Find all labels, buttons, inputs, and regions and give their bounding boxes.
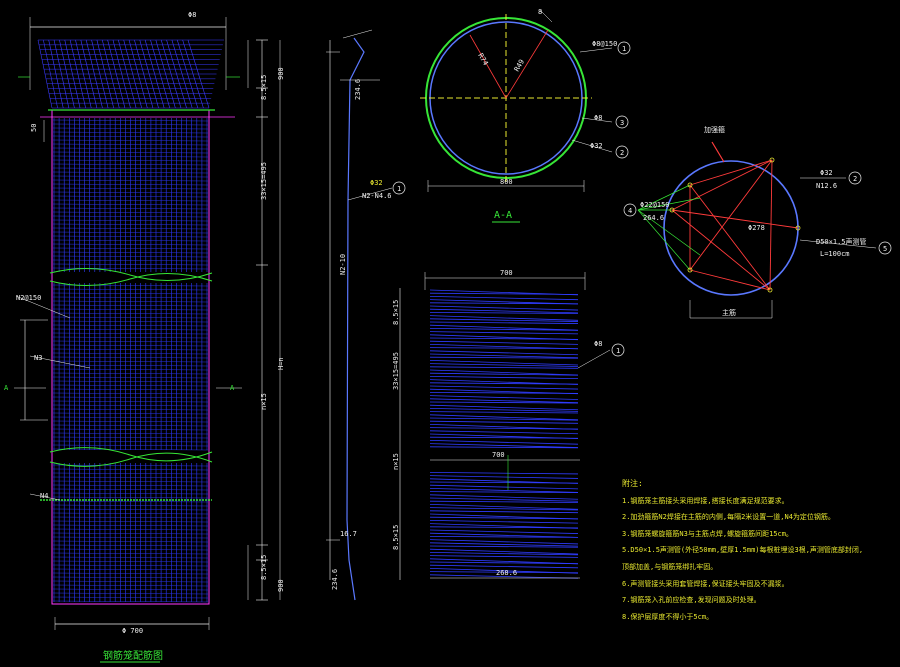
callout-2-ring: 2 <box>853 175 857 183</box>
bar-bottom-dim: 234.6 <box>331 569 339 590</box>
bar-tail: 16.7 <box>340 530 357 538</box>
ring-n2b: N12.6 <box>816 182 837 190</box>
spiral-dim-d: 8.5×15 <box>392 525 400 550</box>
bar-top-dim: 234.6 <box>354 79 362 100</box>
section-cut-right: A <box>230 384 235 392</box>
notes-block: 附注: 1.钢筋笼主筋接头采用焊接,搭接长度满足规范要求。 2.加劲箍筋N2焊接… <box>622 476 882 625</box>
dim-2: 8.5×15 <box>260 75 268 100</box>
spiral-elevation: 1 Φ8 700 700 268.6 8.5×15 33×15=495 n×15… <box>392 269 625 580</box>
ring-n5b: L=100cm <box>820 250 850 258</box>
circle-r2: R49 <box>513 58 526 73</box>
spiral-bot: 268.6 <box>496 569 517 577</box>
note-line: 5.D50×1.5声测管(外径50mm,壁厚1.5mm)每根桩埋设3根,声测管底… <box>622 546 864 555</box>
spiral-dim-a: 8.5×15 <box>392 300 400 325</box>
dim-4: n×15 <box>260 393 268 410</box>
spiral-dim-c: n×15 <box>392 453 400 470</box>
ring-n4: Φ22@150 <box>640 201 670 209</box>
tag-n3: N3 <box>34 354 42 362</box>
bar-total: N2-10 <box>339 254 347 275</box>
ring-angle: Φ278 <box>748 224 765 232</box>
cage-dimension-ticks <box>256 39 268 601</box>
circle-r1: R74 <box>476 52 489 67</box>
note-line: 6.声测管接头采用套管焊接,保证接头牢固及不漏浆。 <box>622 579 789 588</box>
circle-n2-label: Φ32 <box>590 142 603 150</box>
cage-width-label: Φ 700 <box>122 627 143 635</box>
circle-top-dim: 8 <box>538 8 542 16</box>
note-line: 顶部加盖,与钢筋笼绑扎牢固。 <box>622 562 718 571</box>
callout-4-ring: 4 <box>628 207 632 215</box>
circle-bar-label: Φ8@150 <box>592 40 617 48</box>
note-line: 3.钢筋笼螺旋箍筋N3与主筋点焊,螺旋箍筋间距15cm。 <box>622 529 793 538</box>
callout-3-circle: 3 <box>620 119 624 127</box>
section-cut-left: A <box>4 384 9 392</box>
bar-n1-size: Φ32 <box>370 179 383 187</box>
ring-n2: Φ32 <box>820 169 833 177</box>
section-aa: 1 3 2 Φ8@150 Φ8 Φ32 R74 R49 8 800 A-A <box>420 8 631 223</box>
callout-2-circle: 2 <box>620 149 624 157</box>
spiral-callout: Φ8 <box>594 340 602 348</box>
callout-1-spiral: 1 <box>616 347 620 355</box>
cage-mesh <box>52 118 209 603</box>
spiral-mid: 700 <box>492 451 505 459</box>
callout-5-ring: 5 <box>883 245 887 253</box>
spiral-lines <box>429 289 579 579</box>
section-label: A-A <box>494 210 512 221</box>
ring-n5: D50×1.5声测管 <box>816 237 867 246</box>
ring-top-label: 加强箍 <box>704 125 725 134</box>
callout-1-bar: 1 <box>397 185 401 193</box>
spiral-dim-b: 33×15=495 <box>392 352 400 390</box>
bar-n1-length: N2-N4.6 <box>362 192 392 200</box>
dim-3: 33×15=495 <box>260 162 268 200</box>
callout-1-circle: 1 <box>622 45 626 53</box>
cage-flare <box>37 39 224 109</box>
spiral-top: 700 <box>500 269 513 277</box>
cage-elevation: Φ8 Φ 700 N2@150 N3 N4 A A 50 900 8.5×15 … <box>4 11 285 663</box>
drawing-title: 钢筋笼配筋图 <box>103 649 163 662</box>
note-line: 7.钢筋笼入孔前应检查,发现问题及时处理。 <box>622 596 761 605</box>
note-line: 1.钢筋笼主筋接头采用焊接,搭接长度满足规范要求。 <box>622 496 789 505</box>
tag-n2: N2@150 <box>16 294 41 302</box>
main-bar-detail: 1 Φ32 N2-N4.6 N2-10 234.6 234.6 16.7 <box>326 29 406 601</box>
dim-1: 900 <box>277 67 285 80</box>
circle-n3-label: Φ8 <box>594 114 602 122</box>
ring-bottom: 主筋 <box>722 308 736 317</box>
ring-n4b: 264.6 <box>643 214 664 222</box>
dim-5: 8.5×15 <box>260 555 268 580</box>
notes-heading: 附注: <box>622 479 643 488</box>
dim-6: 900 <box>277 579 285 592</box>
tag-n4: N4 <box>40 492 48 500</box>
circle-diameter: 800 <box>500 178 513 186</box>
small-dim: 50 <box>30 124 38 132</box>
stiffener-ring: 2 5 4 加强箍 Φ32 N12.6 Φ22@150 264.6 Φ278 D… <box>623 125 892 319</box>
top-width-label: Φ8 <box>188 11 196 19</box>
note-line: 8.保护层厚度不得小于5cm。 <box>622 612 714 621</box>
dim-total: H=n <box>277 357 285 370</box>
note-line: 2.加劲箍筋N2焊接在主筋的内侧,每隔2米设置一道,N4为定位钢筋。 <box>622 513 835 522</box>
